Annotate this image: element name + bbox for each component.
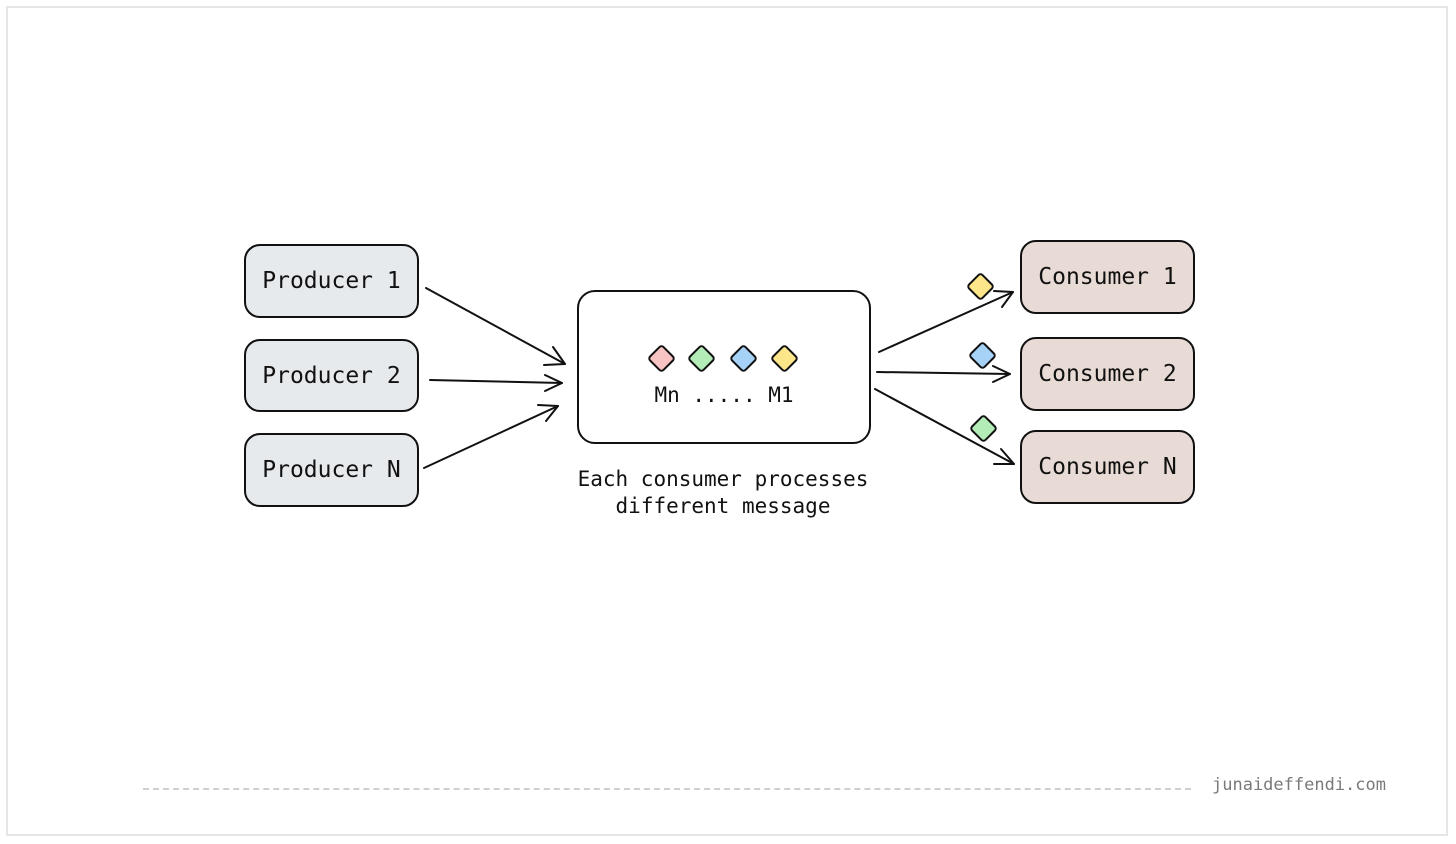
producer-2-node: Producer 2	[244, 339, 419, 412]
consumer-2-label: Consumer 2	[1038, 361, 1177, 387]
producer-n-label: Producer N	[262, 457, 401, 483]
consumer-2-node: Consumer 2	[1020, 337, 1195, 411]
footer-url: junaideffendi.com	[1212, 775, 1386, 795]
consumer-n-label: Consumer N	[1038, 454, 1177, 480]
producer-n-node: Producer N	[244, 433, 419, 507]
queue-caption: Each consumer processes different messag…	[577, 467, 869, 518]
producer-2-label: Producer 2	[262, 362, 401, 389]
message-queue-node	[577, 290, 871, 444]
footer-divider	[143, 788, 1191, 790]
consumer-1-node: Consumer 1	[1020, 240, 1195, 314]
queue-label: Mn ..... M1	[654, 383, 794, 407]
producer-1-node: Producer 1	[244, 244, 419, 318]
consumer-1-label: Consumer 1	[1038, 264, 1177, 290]
producer-1-label: Producer 1	[262, 268, 401, 294]
consumer-n-node: Consumer N	[1020, 430, 1195, 504]
